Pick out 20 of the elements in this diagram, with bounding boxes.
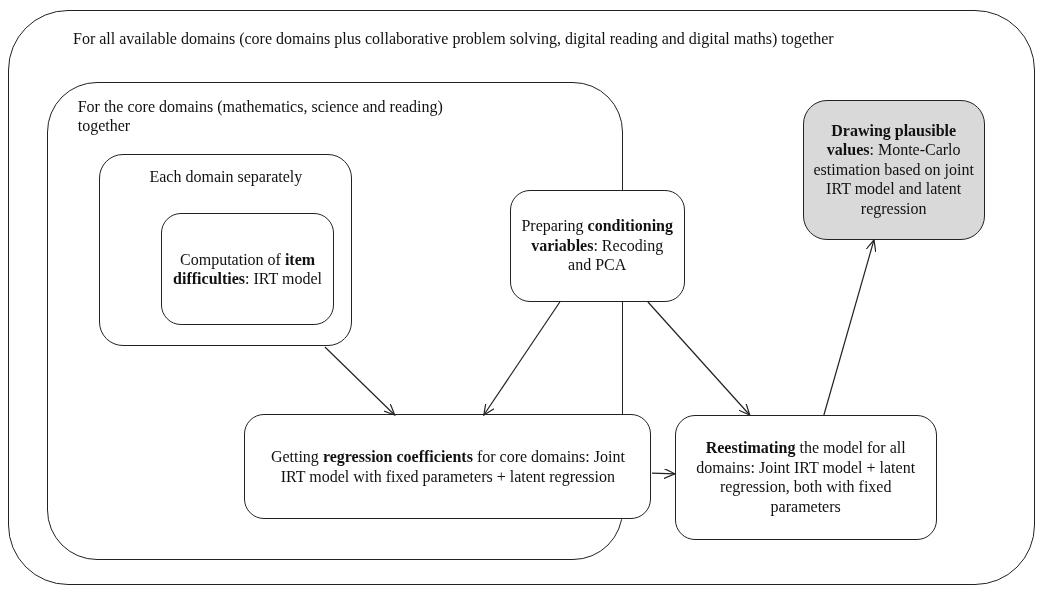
box-text: For the core domains (mathematics, science and reading) together xyxy=(77,96,444,136)
box-text: Drawing plausible values: Monte-Carlo estimation based on joint IRT model and latent regression xyxy=(812,120,975,219)
box-text: Preparing conditioning variables: Recoding and PCA xyxy=(520,216,674,275)
group-box xyxy=(99,154,353,347)
process-box xyxy=(802,99,985,240)
box-text: Each domain separately xyxy=(148,167,304,187)
arrow xyxy=(483,301,561,416)
process-box xyxy=(161,213,335,326)
box-text: For all available domains (core domains plus collaborative problem solving, digital reading and digital maths) together xyxy=(73,29,835,49)
box-text: Reestimating the model for all domains: Joint IRT model + latent regression, both with fixed parameters xyxy=(695,438,917,517)
arrow xyxy=(647,301,751,416)
process-box xyxy=(244,414,652,520)
box-text: Computation of item difficulties: IRT model xyxy=(172,249,324,289)
process-box xyxy=(674,414,937,540)
group-box xyxy=(8,10,1035,585)
arrow xyxy=(823,239,877,416)
process-box xyxy=(509,189,685,302)
box-text: Getting regression coefficients for core domains: Joint IRT model with fixed parameters + latent regression xyxy=(269,447,626,487)
arrow xyxy=(651,467,676,480)
arrow xyxy=(324,346,396,416)
